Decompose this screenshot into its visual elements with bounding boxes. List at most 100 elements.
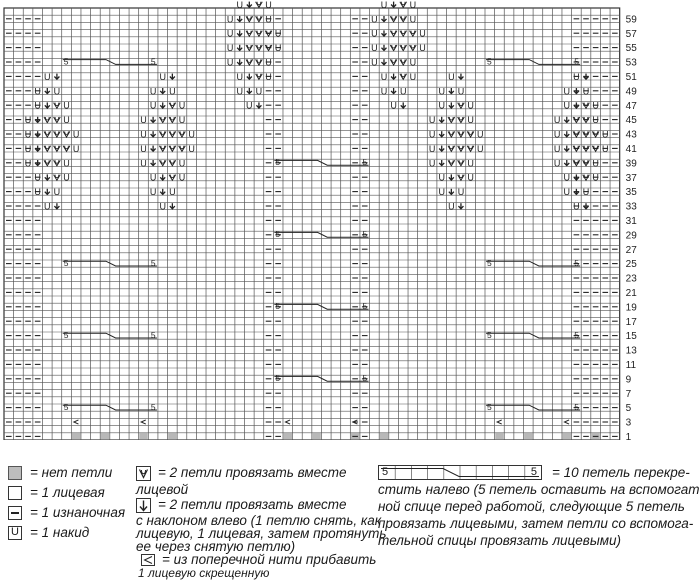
row-number: 33 (626, 202, 638, 213)
k2tog-mark-inner (160, 131, 165, 135)
k2tog-mark-inner (391, 16, 396, 20)
cable-count-left: 5 (275, 157, 280, 167)
cable-line (274, 375, 369, 382)
yarn-over-mark: U (140, 144, 147, 154)
yarn-over-mark: U (34, 173, 41, 183)
yarn-over-mark: U (477, 130, 484, 140)
k2tog-mark-inner (458, 131, 464, 135)
k2tog-mark-inner (468, 131, 473, 135)
k2tog-mark (389, 44, 398, 52)
k2tog-mark-inner (54, 116, 60, 121)
yarn-over-mark: U (150, 187, 157, 197)
cable-line (62, 260, 157, 267)
yarn-over-mark: U (275, 29, 282, 39)
cable-count-right: 5 (574, 56, 579, 66)
ssk-arrow-head (381, 32, 387, 37)
row-number: 51 (626, 72, 638, 83)
k2tog-mark (582, 116, 590, 124)
k2tog-mark (466, 131, 475, 138)
legend-k2tog-text-2: лицевой (136, 482, 189, 497)
yarn-over-mark: U (592, 115, 599, 125)
k2tog-mark-inner (256, 1, 262, 6)
k2tog-mark (447, 159, 456, 167)
legend-ssk-text-3: лицевую, 1 лицевая, затем протянуть (136, 526, 387, 541)
cable-count-left: 5 (64, 402, 69, 412)
k2tog-mark-inner (449, 145, 454, 150)
ssk-arrow-head (448, 176, 455, 181)
yarn-over-mark: U (150, 86, 157, 96)
no-stitch-cell (71, 433, 81, 440)
cable-count-left: 5 (64, 56, 69, 66)
k2tog-mark (168, 159, 177, 167)
make-one-mark (495, 419, 502, 425)
no-stitch-cell (379, 433, 389, 440)
ssk-arrow-head (573, 90, 580, 95)
k2tog-mark-inner (247, 44, 252, 49)
yarn-over-mark: U (438, 101, 445, 111)
k2tog-mark (158, 145, 167, 153)
yarn-over-icon: U (11, 526, 19, 538)
ssk-arrow-head (563, 119, 570, 124)
row-number: 39 (626, 158, 638, 169)
row-number: 59 (626, 14, 638, 25)
ssk-arrow-head (44, 191, 51, 196)
cable-count-right: 5 (574, 402, 579, 412)
cable-count-right: 5 (151, 402, 156, 412)
ssk-arrow-head (400, 104, 407, 109)
yarn-over-mark: U (419, 29, 426, 39)
cable-count-left: 5 (487, 402, 492, 412)
k2tog-mark (399, 15, 407, 23)
legend-cable-swatch: 5 5 (378, 465, 542, 480)
yarn-over-mark: U (438, 86, 445, 96)
ssk-arrow-head (457, 76, 464, 81)
row-number: 55 (626, 43, 638, 54)
k2tog-mark (43, 131, 52, 138)
k2tog-mark-inner (54, 102, 60, 106)
yarn-over-mark: U (140, 158, 147, 168)
yarn-over-mark: U (63, 115, 70, 125)
yarn-over-mark: U (371, 43, 378, 53)
yarn-over-mark: U (458, 86, 465, 96)
cable-count-left: 5 (275, 373, 280, 383)
k2tog-mark (168, 145, 177, 153)
yarn-over-mark: U (275, 43, 282, 53)
k2tog-mark (53, 145, 61, 153)
make-one-mark (139, 419, 147, 425)
cable-line (486, 59, 581, 65)
ssk-arrow-head (563, 133, 570, 138)
yarn-over-mark: U (150, 173, 157, 183)
make-one-mark (284, 419, 291, 425)
yarn-over-mark: U (467, 158, 474, 168)
k2tog-mark (399, 1, 407, 9)
k2tog-mark-inner (574, 116, 579, 121)
yarn-over-mark: U (236, 86, 243, 96)
k2tog-mark (53, 116, 61, 124)
k2tog-mark (43, 159, 52, 167)
make-one-mark (72, 419, 79, 425)
row-number: 17 (626, 317, 638, 328)
row-number: 11 (626, 360, 637, 371)
ssk-arrow-head (159, 90, 166, 95)
knitting-chart: UUUUUUUUUUUUUUUUUUUUUUUUUUUUUUUUUUUUUUUU… (3, 0, 638, 440)
row-numbers: 1357911131517192123252729313335373941434… (626, 14, 638, 440)
k2tog-mark-inner (160, 145, 165, 150)
k2tog-mark (62, 145, 71, 153)
k2tog-mark (168, 102, 177, 110)
ssk-arrow-head (438, 162, 445, 167)
ssk-arrow-head (150, 148, 157, 153)
k2tog-mark-inner (583, 116, 589, 121)
k2tog-mark-inner (458, 116, 464, 121)
k2tog-mark-inner (64, 145, 69, 150)
k2tog-mark-inner (266, 30, 271, 34)
ssk-arrow-icon (139, 500, 148, 512)
k2tog-mark (53, 131, 61, 138)
cable-icon (381, 466, 539, 479)
yarn-over-mark: U (371, 29, 378, 39)
k2tog-mark (255, 30, 263, 38)
yarn-over-mark: U (564, 86, 571, 96)
k2tog-mark (582, 145, 590, 153)
k2tog-mark-inner (45, 131, 50, 135)
yarn-over-mark: U (236, 72, 243, 82)
row-number: 35 (626, 187, 638, 198)
yarn-over-mark: U (265, 0, 272, 10)
